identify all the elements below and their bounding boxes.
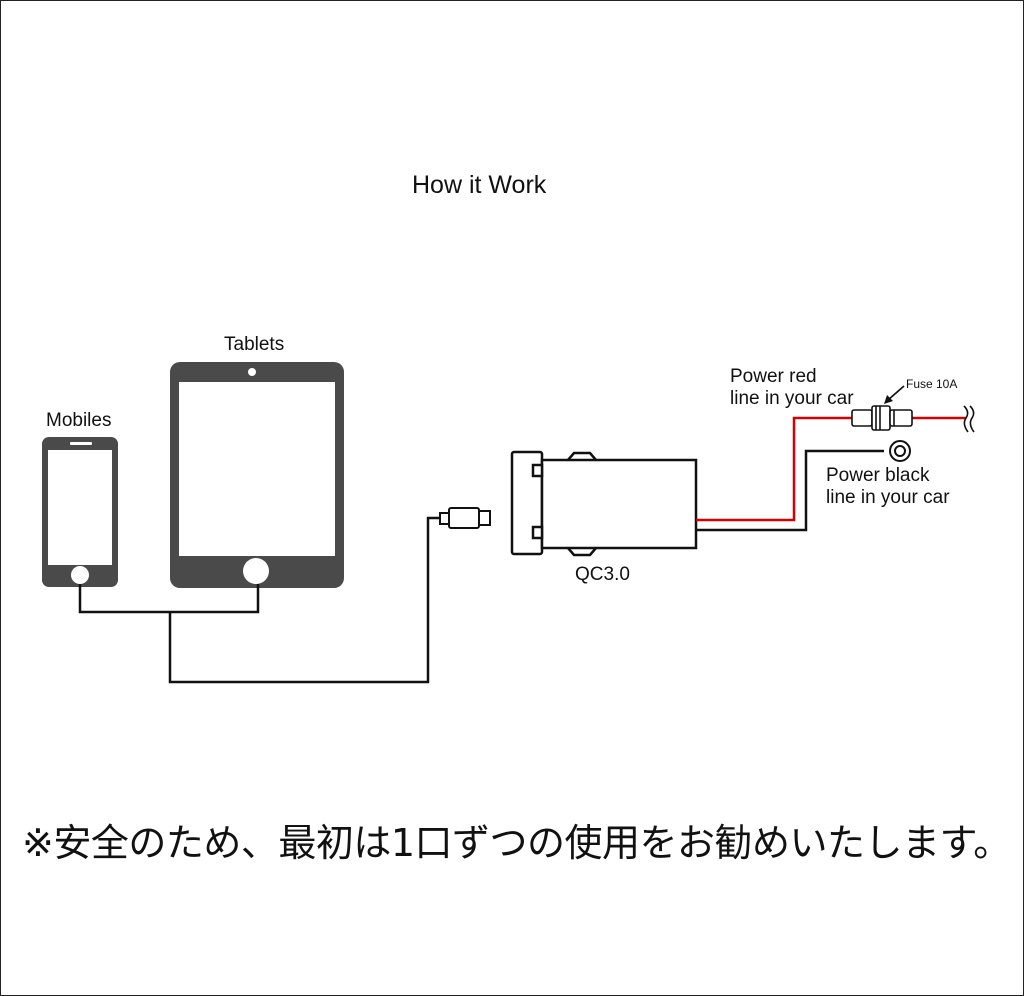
- power-red-label-line2: line in your car: [730, 388, 854, 409]
- black-power-wire: [696, 449, 884, 532]
- power-black-label-line2: line in your car: [826, 487, 950, 508]
- diagram-title: How it Work: [412, 171, 547, 199]
- fuse-holder: [851, 405, 913, 431]
- red-power-wire: [696, 416, 966, 522]
- fuse-label: Fuse 10A: [906, 377, 957, 391]
- fuse-arrow-icon: [884, 385, 905, 404]
- qc30-charger: [510, 450, 698, 557]
- power-red-label-line1: Power red: [730, 366, 817, 387]
- power-black-label-line1: Power black: [826, 465, 930, 486]
- safety-note: ※安全のため、最初は1口ずつの使用をお勧めいたします。: [22, 821, 1011, 865]
- usb-plug: [439, 507, 491, 529]
- device-cables: [78, 516, 440, 684]
- ring-terminal: [889, 440, 911, 462]
- tablets-label: Tablets: [224, 334, 284, 355]
- mobile-device: [42, 437, 118, 587]
- charger-label: QC3.0: [575, 564, 630, 585]
- tablet-device: [170, 362, 344, 588]
- mobiles-label: Mobiles: [46, 410, 111, 431]
- wire-break-icon: [963, 405, 975, 433]
